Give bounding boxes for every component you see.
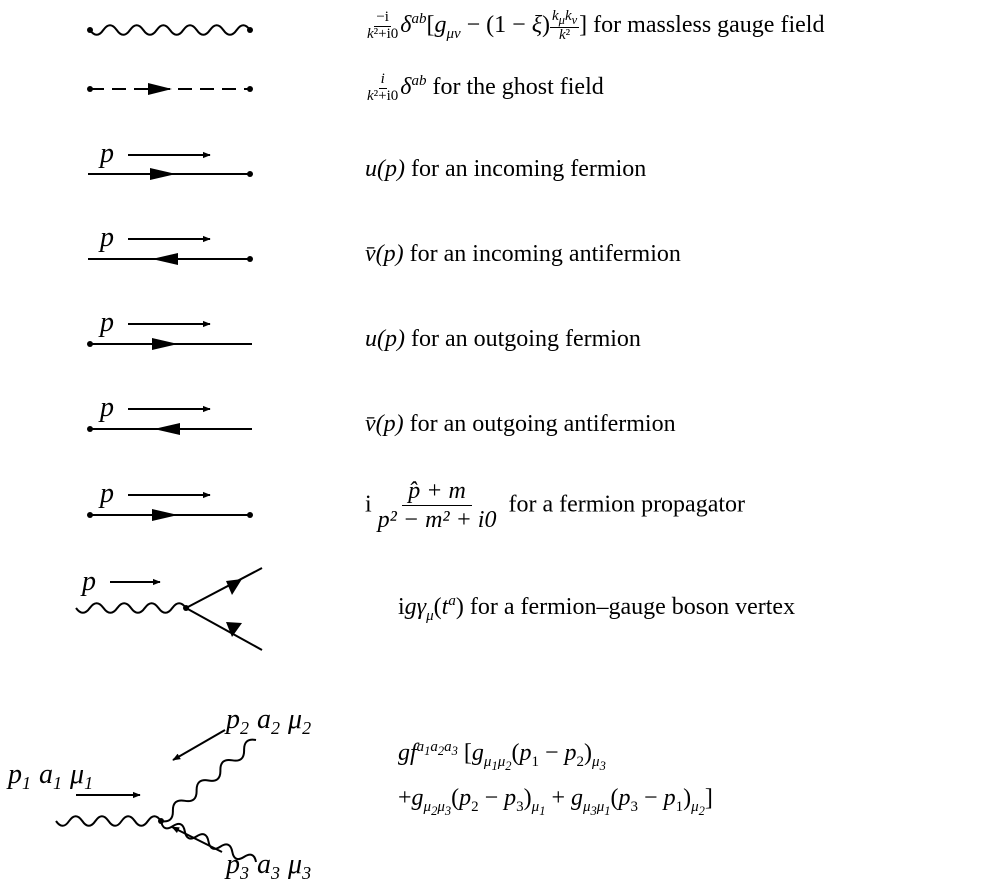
outgoing-antifermion-rule: v̄(p) for an outgoing antifermion (365, 410, 676, 439)
wavy-line (55, 815, 162, 827)
fermion-line (185, 607, 263, 651)
outgoing-fermion-diagram: p (87, 307, 252, 350)
arrow-icon (150, 168, 176, 180)
rule-description: for a fermion–gauge boson vertex (469, 594, 796, 620)
arrow-icon (226, 622, 242, 637)
fermion-gauge-vertex-rule: igγμ(ta) for a fermion–gauge boson verte… (398, 593, 796, 624)
arrow-icon (152, 253, 178, 265)
rule-expression: u(p) (365, 326, 405, 352)
arrow-icon (154, 423, 180, 435)
gauge-propagator-diagram (87, 24, 253, 36)
rule-description: for an outgoing fermion (410, 326, 641, 352)
wavy-line (89, 24, 251, 36)
wavy-line (160, 820, 257, 863)
incoming-antifermion-rule: v̄(p) for an incoming antifermion (365, 240, 681, 269)
arrow-icon (152, 338, 178, 350)
fermion-line (185, 567, 263, 609)
momentum-label: p (98, 307, 114, 338)
rule-expression: i (365, 491, 372, 518)
momentum-arrow-icon (171, 826, 223, 853)
arrow-icon (226, 579, 242, 595)
rule-expression: v̄(p) (365, 241, 404, 267)
three-gauge-vertex-rule-line-1: gfa1a2a3 [gμ1μ2(p1 − p2)μ3 (398, 739, 606, 773)
incoming-antifermion-diagram: p (88, 222, 253, 265)
arrow-icon (148, 83, 172, 95)
momentum-label: p (98, 478, 114, 509)
wavy-line (160, 738, 257, 823)
outgoing-antifermion-diagram: p (87, 392, 252, 435)
wavy-line (75, 602, 187, 614)
momentum-label: p (80, 566, 96, 597)
three-gauge-vertex-rule-line-2: +gμ2μ3(p2 − p3)μ1 + gμ3μ1(p3 − p1)μ2] (398, 785, 713, 818)
rule-description: for massless gauge field (593, 11, 825, 38)
momentum-arrow-icon (172, 729, 226, 761)
ghost-propagator-diagram (87, 83, 253, 95)
momentum-label: p (98, 222, 114, 253)
arrow-icon (152, 509, 178, 521)
rule-description: for a fermion propagator (508, 491, 746, 518)
fermion-gauge-vertex-diagram: p (75, 566, 263, 651)
fermion-propagator-diagram: p (87, 478, 253, 521)
incoming-fermion-rule: u(p) for an incoming fermion (365, 155, 646, 184)
momentum-label: p (98, 138, 114, 169)
rule-description: for an incoming antifermion (409, 241, 681, 267)
rule-description: for an incoming fermion (410, 156, 647, 182)
rule-expression: v̄(p) (365, 411, 404, 437)
incoming-fermion-diagram: p (88, 138, 253, 180)
momentum-label: p (98, 392, 114, 423)
outgoing-fermion-rule: u(p) for an outgoing fermion (365, 325, 641, 354)
rule-description: for an outgoing antifermion (409, 411, 676, 437)
rule-description: for the ghost field (432, 74, 604, 100)
rule-expression: u(p) (365, 156, 405, 182)
